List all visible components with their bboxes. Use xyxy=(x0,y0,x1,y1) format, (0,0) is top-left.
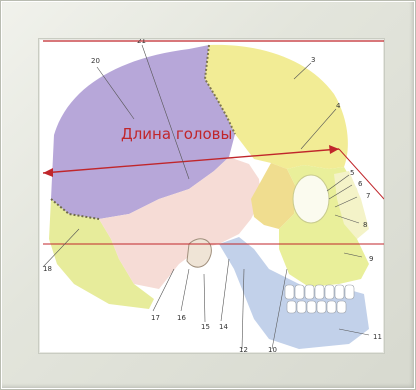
caption-head-length: Длина головы xyxy=(121,125,232,143)
skull-diagram: Длина головы xyxy=(39,39,384,353)
label-11: 11 xyxy=(373,333,382,341)
label-18: 18 xyxy=(43,265,52,273)
label-16: 16 xyxy=(177,314,186,322)
label-21: 21 xyxy=(137,39,146,45)
label-10: 10 xyxy=(268,346,277,353)
label-12: 12 xyxy=(239,346,248,353)
label-8: 8 xyxy=(363,221,367,229)
arrowhead-left xyxy=(43,168,53,177)
label-9: 9 xyxy=(369,255,373,263)
ear-region xyxy=(187,239,211,267)
label-4: 4 xyxy=(336,102,341,110)
label-7: 7 xyxy=(366,192,370,200)
label-20: 20 xyxy=(91,57,100,65)
label-6: 6 xyxy=(358,180,363,188)
label-3: 3 xyxy=(311,56,315,64)
label-5: 5 xyxy=(350,169,354,177)
image-mat: Длина головы xyxy=(39,39,384,353)
orbit xyxy=(293,175,329,223)
label-17: 17 xyxy=(151,314,160,322)
label-14: 14 xyxy=(219,323,228,331)
label-15: 15 xyxy=(201,323,210,331)
